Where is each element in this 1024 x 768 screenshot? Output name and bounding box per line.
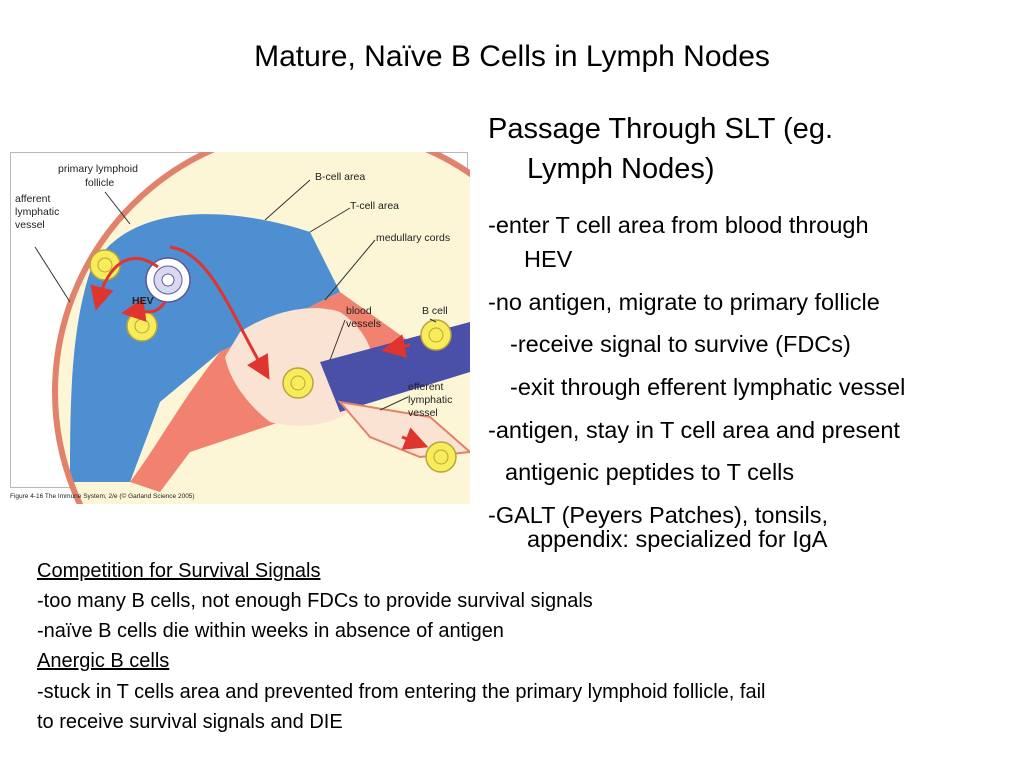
anergic-line-1: -stuck in T cells area and prevented fro…	[37, 681, 766, 703]
label-efferent-1: efferent	[408, 381, 443, 393]
label-efferent-2: lymphatic	[408, 394, 452, 406]
label-b-cell-area: B-cell area	[315, 171, 365, 183]
heading-anergic: Anergic B cells	[37, 650, 170, 672]
bullet-enter-t-cell-area-cont: HEV	[524, 246, 573, 272]
figure-caption: Figure 4-16 The Immune System, 2/e (© Ga…	[10, 492, 195, 500]
label-primary-follicle-2: follicle	[85, 177, 114, 189]
bullet-antigen-stay: -antigen, stay in T cell area and presen…	[488, 417, 900, 443]
label-blood-vessels-2: vessels	[346, 318, 381, 330]
hev-structure	[145, 257, 191, 303]
label-afferent-1: afferent	[15, 193, 50, 205]
figure-labels: primary lymphoid follicle afferent lymph…	[10, 163, 452, 500]
bullet-enter-t-cell-area: -enter T cell area from blood through	[488, 212, 869, 238]
label-afferent-2: lymphatic	[15, 206, 59, 218]
label-medullary-cords: medullary cords	[376, 232, 450, 244]
label-efferent-3: vessel	[408, 407, 438, 419]
bullet-galt-cont: appendix: specialized for IgA	[527, 526, 828, 552]
section-heading-line2: Lymph Nodes)	[527, 153, 715, 185]
competition-line-1: -too many B cells, not enough FDCs to pr…	[37, 590, 593, 612]
bullet-receive-signal: -receive signal to survive (FDCs)	[510, 331, 851, 357]
slide-title: Mature, Naïve B Cells in Lymph Nodes	[254, 40, 770, 73]
section-heading-line1: Passage Through SLT (eg.	[488, 113, 833, 145]
lymph-node-diagram: primary lymphoid follicle afferent lymph…	[10, 152, 470, 504]
bullet-antigen-stay-cont: antigenic peptides to T cells	[505, 459, 795, 485]
anergic-line-2: to receive survival signals and DIE	[37, 711, 343, 733]
competition-line-2: -naïve B cells die within weeks in absen…	[37, 620, 504, 642]
label-leader-lines	[104, 179, 437, 411]
bullet-no-antigen: -no antigen, migrate to primary follicle	[488, 289, 880, 315]
bullet-galt: -GALT (Peyers Patches), tonsils,	[488, 502, 828, 528]
label-b-cell: B cell	[422, 305, 448, 317]
bullet-exit-efferent: -exit through efferent lymphatic vessel	[510, 374, 906, 400]
label-afferent-3: vessel	[15, 219, 45, 231]
label-t-cell-area: T-cell area	[350, 200, 399, 212]
migration-arrows	[90, 245, 429, 450]
heading-competition: Competition for Survival Signals	[37, 560, 321, 582]
label-primary-follicle-1: primary lymphoid	[58, 163, 138, 175]
label-blood-vessels-1: blood	[346, 305, 372, 317]
label-hev: HEV	[132, 295, 154, 307]
